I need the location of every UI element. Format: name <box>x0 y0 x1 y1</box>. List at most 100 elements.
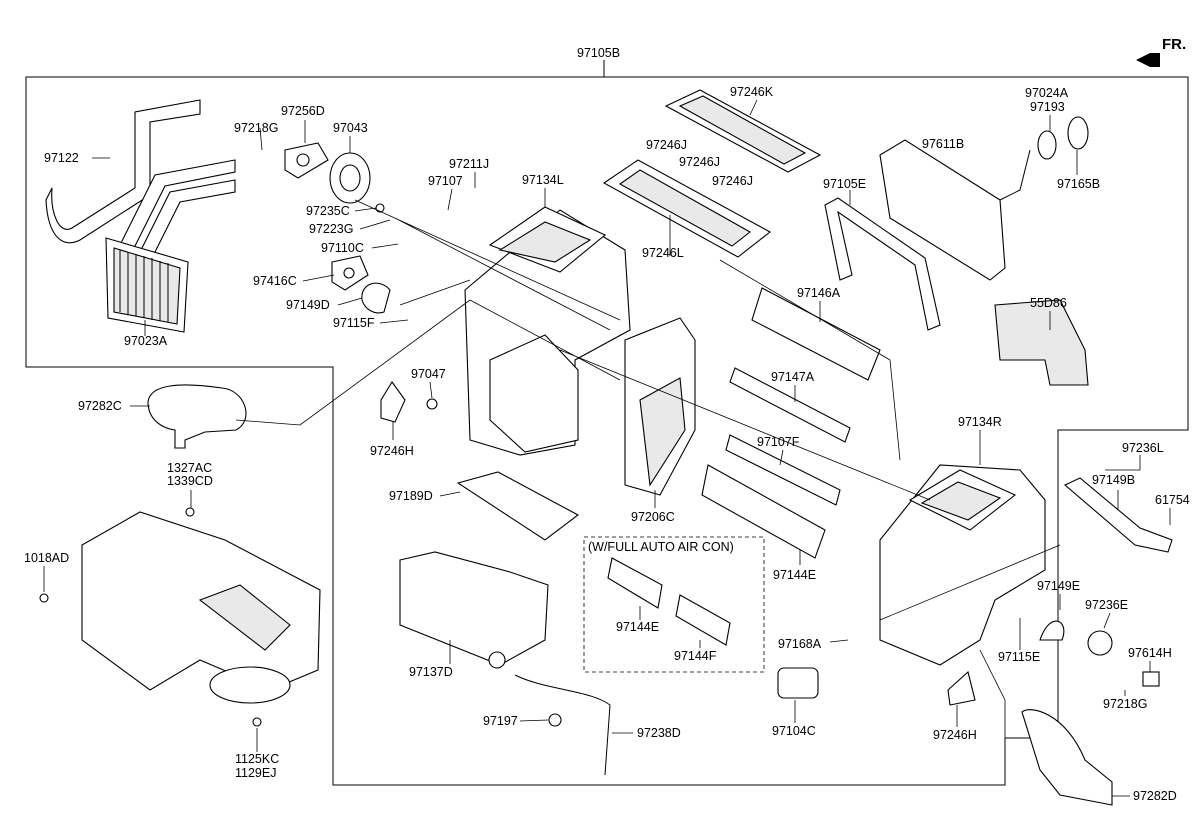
label-97134L: 97134L <box>522 173 564 187</box>
filter-97246K <box>664 89 822 173</box>
label-97246J-1: 97246J <box>646 138 687 152</box>
label-97144E-right: 97144E <box>773 568 816 582</box>
label-97043: 97043 <box>333 121 368 135</box>
label-leader-lines <box>43 99 1171 797</box>
label-97189D: 97189D <box>389 489 433 503</box>
label-97193: 97193 <box>1030 100 1065 114</box>
label-97256D: 97256D <box>281 104 325 118</box>
clip-97197 <box>548 713 562 727</box>
heater-core <box>105 237 189 333</box>
label-97110C: 97110C <box>321 241 364 255</box>
insulation-55D86 <box>994 299 1089 386</box>
label-97149E: 97149E <box>1037 579 1080 593</box>
seal-97246H-right <box>947 670 976 706</box>
label-97149D: 97149D <box>286 298 330 312</box>
label-97211J: 97211J <box>449 157 489 171</box>
actuator-97416C <box>331 255 369 291</box>
clip-97235C <box>375 203 385 213</box>
front-direction-label: FR. <box>1162 36 1186 53</box>
label-55D86: 55D86 <box>1030 296 1067 310</box>
label-1327AC: 1327AC <box>167 461 212 475</box>
case-left <box>464 206 631 456</box>
label-97282D: 97282D <box>1133 789 1177 803</box>
label-97047: 97047 <box>411 367 446 381</box>
label-97197: 97197 <box>483 714 518 728</box>
label-option-box: (W/FULL AUTO AIR CON) <box>588 540 734 554</box>
blower-motor <box>329 152 371 204</box>
link-97149D <box>361 282 391 314</box>
part-labels: 97105B 97122 97218G 97256D 97043 97023A … <box>24 46 1190 803</box>
label-1129EJ: 1129EJ <box>235 766 276 780</box>
label-97282C: 97282C <box>78 399 122 413</box>
label-97246L: 97246L <box>642 246 684 260</box>
label-61754: 61754 <box>1155 493 1190 507</box>
label-1018AD: 1018AD <box>24 551 69 565</box>
tray-97189D <box>456 471 580 541</box>
label-97218G-top: 97218G <box>234 121 278 135</box>
label-97023A: 97023A <box>124 334 168 348</box>
screw-1327AC <box>185 507 195 517</box>
label-97236L: 97236L <box>1122 441 1164 455</box>
label-97105B: 97105B <box>577 46 620 60</box>
clip-97047 <box>426 398 438 410</box>
label-97235C: 97235C <box>306 204 350 218</box>
label-97246J-3: 97246J <box>712 174 753 188</box>
front-direction-arrow-icon <box>1136 53 1160 67</box>
duct-97282D <box>1021 709 1113 806</box>
duct-97282C <box>147 384 247 449</box>
door-97144E <box>701 464 826 559</box>
center-case-97206C <box>624 317 696 496</box>
screw-1125KC <box>252 717 262 727</box>
seal-97246H-left <box>380 381 406 423</box>
lower-case-97137D <box>399 551 549 669</box>
grommet-97193 <box>1037 130 1057 160</box>
label-97236E: 97236E <box>1085 598 1128 612</box>
pipe-97236L <box>1063 477 1173 553</box>
label-97134R: 97134R <box>958 415 1002 429</box>
label-97246H-left: 97246H <box>370 444 414 458</box>
door-97144F-auto <box>675 594 731 646</box>
label-97218G-bottom: 97218G <box>1103 697 1147 711</box>
label-97246H-right: 97246H <box>933 728 977 742</box>
label-1125KC: 1125KC <box>235 752 279 766</box>
seal-97104C <box>777 667 819 699</box>
label-97115F: 97115F <box>333 316 375 330</box>
label-97144E-box: 97144E <box>616 620 659 634</box>
door-97144E-auto <box>607 557 663 609</box>
door-97146A <box>751 287 881 381</box>
case-right <box>879 464 1046 666</box>
label-1339CD: 1339CD <box>167 474 213 488</box>
door-97147A <box>729 367 851 443</box>
label-97115E: 97115E <box>998 650 1040 664</box>
label-97614H: 97614H <box>1128 646 1172 660</box>
label-97168A: 97168A <box>778 637 822 651</box>
actuator-97236E <box>1087 630 1113 656</box>
label-97147A: 97147A <box>771 370 815 384</box>
label-97105E: 97105E <box>823 177 866 191</box>
label-97223G: 97223G <box>309 222 353 236</box>
label-97146A: 97146A <box>797 286 841 300</box>
label-97107F: 97107F <box>757 435 800 449</box>
label-97122: 97122 <box>44 151 79 165</box>
full-auto-option-box <box>583 536 765 673</box>
door-97107F <box>725 434 841 506</box>
actuator-97256D <box>284 142 329 179</box>
screw-1018AD <box>39 593 49 603</box>
grommet-97165B <box>1067 116 1089 150</box>
label-97611B: 97611B <box>922 137 964 151</box>
label-97206C: 97206C <box>631 510 675 524</box>
label-97104C: 97104C <box>772 724 816 738</box>
link-97149E <box>1039 620 1065 641</box>
assembly-lines <box>235 199 1061 738</box>
label-97024A: 97024A <box>1025 86 1069 100</box>
label-97246K: 97246K <box>730 85 774 99</box>
label-97137D: 97137D <box>409 665 453 679</box>
label-97107: 97107 <box>428 174 463 188</box>
label-97149B: 97149B <box>1092 473 1135 487</box>
seal-97105E <box>824 197 941 331</box>
label-97238D: 97238D <box>637 726 681 740</box>
drain-hose <box>514 674 611 776</box>
blower-unit-lower-left <box>81 511 321 704</box>
label-97246J-2: 97246J <box>679 155 720 169</box>
